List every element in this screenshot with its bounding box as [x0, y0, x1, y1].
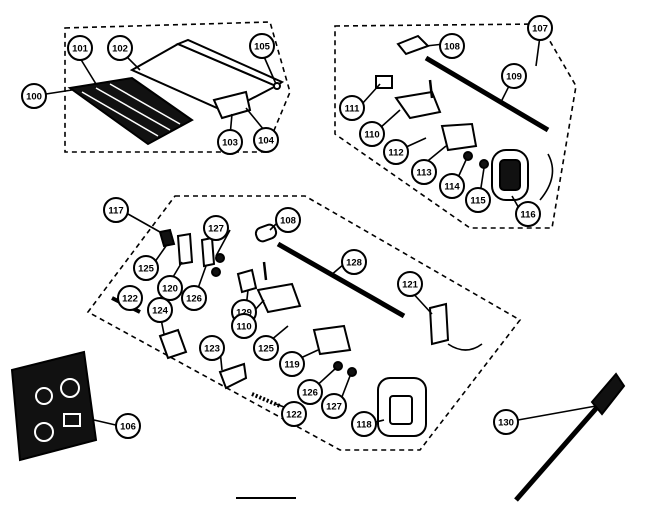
callout-123: 123 — [199, 335, 225, 361]
svg-text:114: 114 — [444, 182, 460, 193]
tray-assembly — [67, 38, 285, 146]
svg-text:117: 117 — [108, 206, 123, 217]
callout-125-left: 125 — [133, 255, 159, 281]
svg-text:113: 113 — [416, 168, 431, 179]
svg-text:115: 115 — [470, 196, 486, 207]
callout-103: 103 — [217, 129, 243, 155]
svg-text:110: 110 — [364, 130, 379, 141]
callout-121: 121 — [397, 271, 423, 297]
svg-text:118: 118 — [356, 420, 371, 431]
callout-101: 101 — [67, 35, 93, 61]
svg-text:111: 111 — [345, 104, 361, 115]
svg-text:112: 112 — [388, 148, 403, 159]
callout-112: 112 — [383, 139, 409, 165]
svg-text:127: 127 — [326, 402, 342, 413]
callout-109: 109 — [501, 63, 527, 89]
svg-text:121: 121 — [402, 280, 419, 291]
svg-text:104: 104 — [258, 136, 275, 147]
callout-100: 100 — [21, 83, 47, 109]
callout-111: 111 — [339, 95, 365, 121]
callout-105: 105 — [249, 33, 275, 59]
svg-text:119: 119 — [284, 360, 299, 371]
svg-text:108: 108 — [280, 216, 296, 227]
callout-110-top: 110 — [359, 121, 385, 147]
svg-text:103: 103 — [222, 138, 238, 149]
callout-115: 115 — [465, 187, 491, 213]
svg-text:106: 106 — [120, 422, 136, 433]
callout-126-left: 126 — [181, 285, 207, 311]
svg-text:110: 110 — [236, 322, 251, 333]
svg-text:100: 100 — [26, 92, 42, 103]
svg-text:126: 126 — [302, 388, 318, 399]
group-outline-top-left — [64, 21, 291, 153]
svg-text:124: 124 — [152, 306, 169, 317]
svg-text:116: 116 — [520, 210, 535, 221]
callout-107: 107 — [527, 15, 553, 41]
cleaning-brush — [514, 372, 626, 502]
svg-text:122: 122 — [286, 410, 302, 421]
callout-108-bottom: 108 — [275, 207, 301, 233]
latch-assembly-bottom — [111, 223, 483, 437]
svg-text:109: 109 — [506, 72, 522, 83]
svg-text:123: 123 — [204, 344, 220, 355]
callout-122-right: 122 — [281, 401, 307, 427]
callout-102: 102 — [107, 35, 133, 61]
group-outline-bottom — [86, 195, 522, 451]
svg-text:125: 125 — [258, 344, 275, 355]
svg-text:101: 101 — [72, 44, 89, 55]
svg-text:126: 126 — [186, 294, 202, 305]
svg-text:108: 108 — [444, 42, 460, 53]
svg-text:128: 128 — [346, 258, 362, 269]
callout-108-top: 108 — [439, 33, 465, 59]
svg-text:125: 125 — [138, 264, 155, 275]
callout-110-bottom: 110 — [231, 313, 257, 339]
group-outline-top-right — [334, 23, 577, 229]
latch-assembly-top — [375, 34, 554, 201]
svg-text:102: 102 — [112, 44, 128, 55]
manual-booklet — [10, 350, 98, 462]
callout-130: 130 — [493, 409, 519, 435]
svg-text:130: 130 — [498, 418, 514, 429]
callout-106: 106 — [115, 413, 141, 439]
callout-116: 116 — [515, 201, 541, 227]
svg-text:127: 127 — [208, 224, 224, 235]
callout-124: 124 — [147, 297, 173, 323]
callout-120: 120 — [157, 275, 183, 301]
svg-text:105: 105 — [254, 42, 271, 53]
callout-125-right: 125 — [253, 335, 279, 361]
callout-114: 114 — [439, 173, 465, 199]
svg-text:122: 122 — [122, 294, 138, 305]
callout-118: 118 — [351, 411, 377, 437]
callout-126-right: 126 — [297, 379, 323, 405]
callout-113: 113 — [411, 159, 437, 185]
callout-128: 128 — [341, 249, 367, 275]
svg-text:107: 107 — [532, 24, 548, 35]
svg-text:120: 120 — [162, 284, 178, 295]
callout-127-right: 127 — [321, 393, 347, 419]
callout-117: 117 — [103, 197, 129, 223]
callout-104: 104 — [253, 127, 279, 153]
callout-119: 119 — [279, 351, 305, 377]
callout-122-left: 122 — [117, 285, 143, 311]
callout-127-left: 127 — [203, 215, 229, 241]
